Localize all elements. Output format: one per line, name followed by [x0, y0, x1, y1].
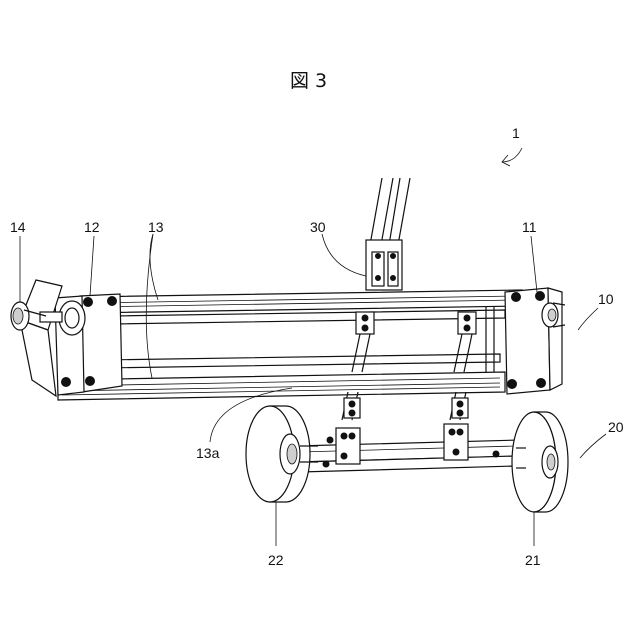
right-end-plate [505, 288, 565, 394]
label-10: 10 [598, 291, 614, 307]
wheel-22 [246, 406, 318, 502]
label-1: 1 [512, 125, 520, 141]
main-frame [58, 290, 522, 400]
label-12: 12 [84, 219, 100, 235]
label-14: 14 [10, 219, 26, 235]
figure-title: 図 3 [290, 70, 327, 92]
label-22: 22 [268, 552, 284, 568]
label-20: 20 [608, 419, 624, 435]
label-21: 21 [525, 552, 541, 568]
label-13a: 13a [196, 445, 220, 461]
label-11: 11 [522, 219, 537, 235]
handle-assembly [366, 178, 410, 290]
label-30: 30 [310, 219, 326, 235]
wheel-21 [512, 412, 568, 512]
wheel-unit [296, 392, 520, 472]
label-13: 13 [148, 219, 164, 235]
